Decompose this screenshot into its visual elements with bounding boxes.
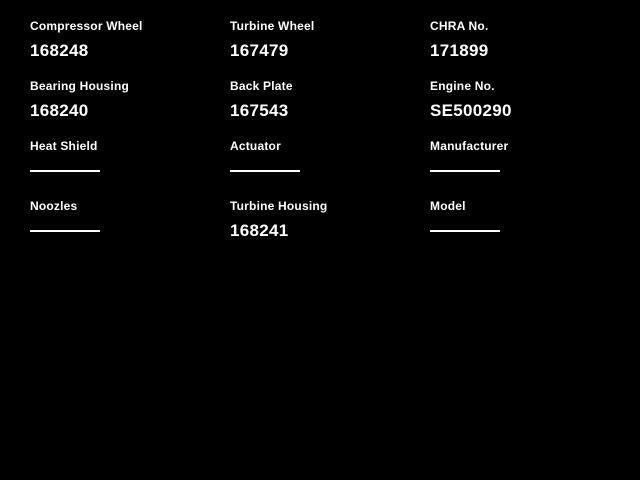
field-label: Turbine Housing [230, 199, 328, 213]
field-label: CHRA No. [430, 19, 489, 33]
field-label: Heat Shield [30, 139, 98, 153]
field-value: 168241 [230, 221, 289, 240]
field-value: 167479 [230, 41, 289, 60]
field-turbine-housing: Turbine Housing 168241 [230, 196, 430, 256]
field-value-empty-line [30, 170, 100, 172]
field-grid: Compressor Wheel 168248 Turbine Wheel 16… [30, 16, 630, 256]
field-label: Compressor Wheel [30, 19, 143, 33]
field-value-empty-line [430, 230, 500, 232]
field-model: Model [430, 196, 630, 256]
field-engine-no: Engine No. SE500290 [430, 76, 630, 136]
field-value: 168240 [30, 101, 89, 120]
field-value: 168248 [30, 41, 89, 60]
field-back-plate: Back Plate 167543 [230, 76, 430, 136]
field-noozles: Noozles [30, 196, 230, 256]
field-label: Noozles [30, 199, 78, 213]
field-label: Back Plate [230, 79, 293, 93]
field-value-empty-line [30, 230, 100, 232]
field-label: Model [430, 199, 466, 213]
field-value: 171899 [430, 41, 489, 60]
field-actuator: Actuator [230, 136, 430, 196]
field-label: Turbine Wheel [230, 19, 315, 33]
field-heat-shield: Heat Shield [30, 136, 230, 196]
field-compressor-wheel: Compressor Wheel 168248 [30, 16, 230, 76]
field-value-empty-line [230, 170, 300, 172]
field-value: SE500290 [430, 101, 512, 120]
field-label: Actuator [230, 139, 281, 153]
field-label: Bearing Housing [30, 79, 130, 93]
field-label: Engine No. [430, 79, 495, 93]
field-manufacturer: Manufacturer [430, 136, 630, 196]
field-bearing-housing: Bearing Housing 168240 [30, 76, 230, 136]
field-value: 167543 [230, 101, 289, 120]
field-label: Manufacturer [430, 139, 509, 153]
field-turbine-wheel: Turbine Wheel 167479 [230, 16, 430, 76]
field-value-empty-line [430, 170, 500, 172]
field-chra-no: CHRA No. 171899 [430, 16, 630, 76]
